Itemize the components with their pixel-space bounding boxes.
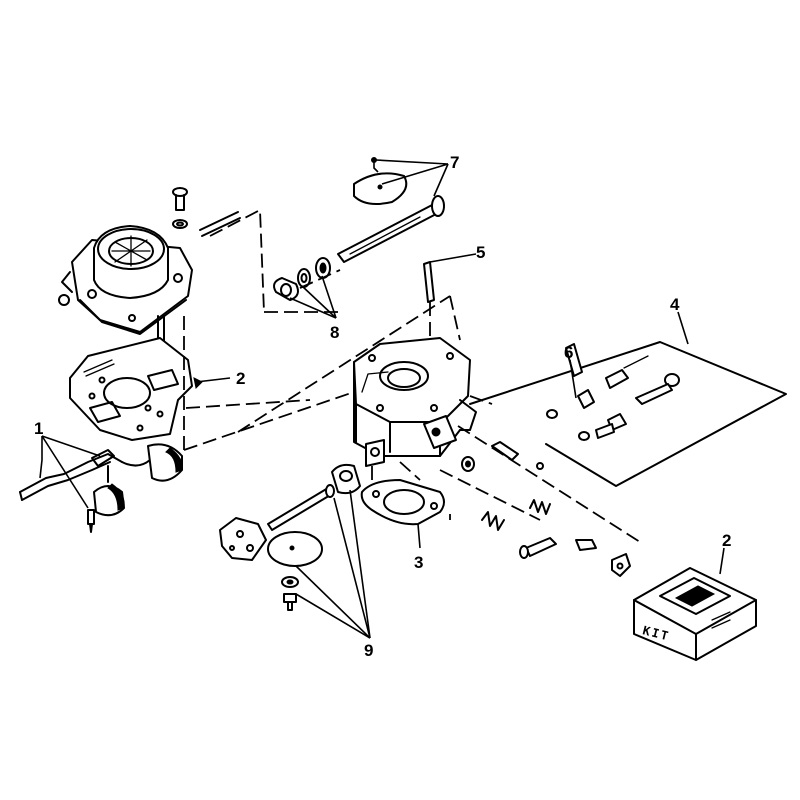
kit-box-label: KIT: [641, 623, 671, 643]
kit-box: [633, 567, 757, 661]
screw-shank: [373, 162, 379, 173]
throttle-stop-screw: [519, 537, 557, 559]
spring-lower: [481, 511, 505, 531]
throttle-screw: [371, 157, 377, 163]
choke-pin: [199, 211, 241, 237]
callout-7: 7: [450, 153, 459, 172]
pump-diaphragm: [267, 531, 323, 567]
callout-3: 3: [414, 553, 423, 572]
leader-lines: [39, 159, 725, 639]
callout-2-gasket: 2: [236, 369, 245, 388]
spring-upper: [529, 499, 551, 515]
throttle-shaft: [337, 195, 445, 263]
callout-8: 8: [330, 323, 339, 342]
idle-mixture-screw: [491, 441, 544, 470]
callout-6: 6: [564, 343, 573, 362]
callout-4: 4: [670, 295, 680, 314]
adjust-screw: [575, 539, 597, 551]
float-assembly: [19, 443, 183, 517]
float-needle: [87, 509, 95, 533]
bowl-gasket: [360, 479, 445, 526]
pump-screw-washer: [281, 576, 299, 611]
kit-panel-parts: [546, 343, 680, 441]
pin-5: [423, 261, 435, 303]
callout-2-kit: 2: [722, 531, 731, 550]
carburetor-body: [353, 337, 477, 467]
shaft-seals: [273, 257, 331, 301]
callout-5: 5: [476, 243, 485, 262]
callout-1: 1: [34, 419, 43, 438]
washer-464: [461, 456, 475, 472]
cover-screw: [172, 187, 188, 229]
alignment-lines: [183, 208, 641, 543]
carburetor-top-cover: [58, 225, 193, 335]
accelerator-pump-rod: [267, 487, 333, 531]
callout-9: 9: [364, 641, 373, 660]
pump-rod-end: [325, 484, 335, 498]
inlet-fitting: [331, 463, 361, 495]
kit-panel-outline: [469, 341, 787, 487]
clip-part: [611, 553, 631, 577]
pump-cover: [219, 517, 267, 561]
cover-gasket: [69, 337, 193, 441]
throttle-plate: [353, 172, 408, 205]
